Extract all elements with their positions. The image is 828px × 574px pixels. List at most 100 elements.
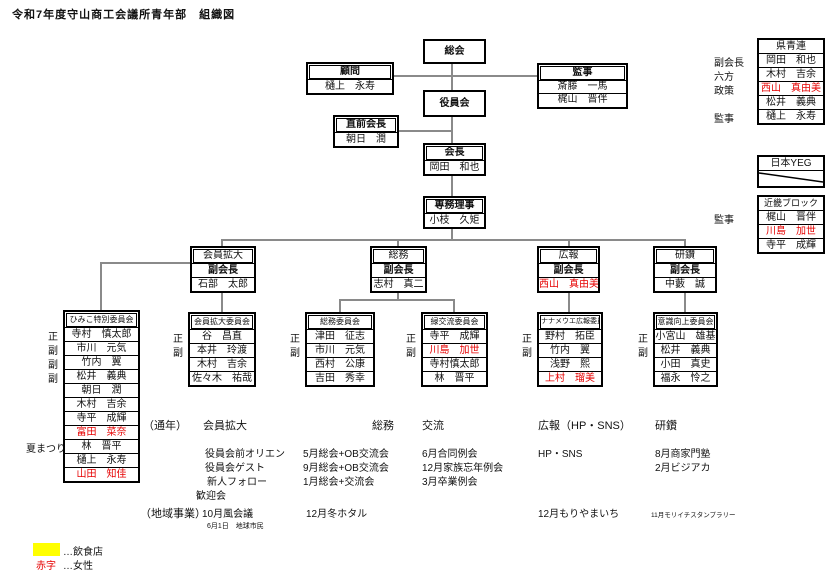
role-label: 副	[173, 348, 183, 359]
member-row: 朝日 潤	[65, 383, 138, 397]
program-heading: 会員拡大	[203, 420, 247, 432]
executive-director-box: 専務理事 小枝 久矩	[423, 196, 486, 229]
member-row: 小宮山 雄基	[655, 329, 716, 342]
connector-line	[568, 239, 570, 247]
committee-title: ナナメウエ広報委員会	[540, 315, 600, 329]
committee-box-pr: ナナメウエ広報委員会 野村 拓臣 竹内 翼 浅野 熙 上村 瑠美	[537, 312, 603, 387]
member-row: 寺村慎太郎	[423, 357, 486, 371]
member-row: 竹内 翼	[65, 355, 138, 369]
board-box: 役員会	[423, 90, 486, 117]
connector-line	[100, 262, 191, 264]
role-label: 副	[638, 348, 648, 359]
committee-box-general-affairs: 総務委員会 津田 征志 市川 元気 西村 公康 吉田 秀幸	[305, 312, 375, 387]
division-title: 総務	[373, 249, 424, 263]
president-box: 会長 岡田 和也	[423, 143, 486, 176]
member-row: 西村 公康	[307, 357, 373, 371]
role-label: 正	[522, 334, 532, 345]
member-row: 林 晋平	[423, 371, 486, 385]
connector-line	[394, 75, 537, 77]
member-row: 西山 真由美	[759, 81, 823, 94]
member-row: 西山 真由美	[539, 277, 598, 290]
program-item: 役員会前オリエン	[205, 449, 285, 460]
president-title: 会長	[426, 146, 483, 160]
member-row: 山田 知佳	[65, 467, 138, 481]
regional-item: 12月もりやまいち	[538, 509, 620, 520]
role-label: 副	[48, 346, 58, 357]
program-item: 8月商家門塾	[655, 449, 711, 460]
role-label: 正	[638, 334, 648, 345]
member-row: 富田 菜奈	[65, 425, 138, 439]
program-item: 歓迎会	[196, 491, 226, 502]
program-heading: 交流	[422, 420, 444, 432]
connector-line	[100, 262, 102, 311]
legend-food-swatch	[33, 543, 60, 556]
diagonal-strike-icon	[759, 172, 823, 183]
division-box-training: 研鑽 副会長 中藪 誠	[653, 246, 717, 293]
member-row: 志村 真二	[372, 277, 425, 290]
member-row: 佐々木 祐哉	[190, 371, 254, 384]
kinki-block-box: 近畿ブロック 梶山 晋伴 川島 加世 寺平 成輝	[757, 195, 825, 254]
member-row: 林 晋平	[65, 439, 138, 453]
member-row: 上村 瑠美	[539, 371, 601, 385]
regional-item: 10月風会議	[202, 509, 254, 520]
committee-title: ひみこ特別委員会	[66, 313, 137, 327]
connector-line	[568, 291, 570, 313]
division-box-membership: 会員拡大 副会長 石部 太郎	[190, 246, 256, 293]
connector-line	[399, 130, 452, 132]
member-row: 小枝 久矩	[425, 213, 484, 227]
member-row: 岡田 和也	[425, 160, 484, 174]
program-item: HP・SNS	[538, 449, 583, 460]
connector-line	[451, 175, 453, 197]
auditors-box: 監事 斎藤 一馬 梶山 晋伴	[537, 63, 628, 109]
program-heading: 総務	[372, 420, 394, 432]
role-label: 副	[406, 348, 416, 359]
division-title: 広報	[540, 249, 597, 263]
connector-line	[451, 117, 453, 144]
division-role: 副会長	[539, 263, 598, 277]
connector-line	[339, 299, 341, 313]
member-row: 寺村 慎太郎	[65, 327, 138, 341]
immediate-past-president-box: 直前会長 朝日 潤	[333, 115, 399, 148]
general-meeting-box: 総会	[423, 39, 486, 64]
member-row: 朝日 潤	[335, 132, 397, 146]
division-box-pr: 広報 副会長 西山 真由美	[537, 246, 600, 293]
role-label: 副	[290, 348, 300, 359]
regional-note: 11月モリイチスタンプラリー	[651, 512, 736, 519]
division-role: 副会長	[192, 263, 254, 277]
general-meeting-label: 総会	[444, 46, 465, 57]
connector-line	[221, 239, 223, 247]
japan-yeg-box: 日本YEG	[757, 155, 825, 188]
regional-label: （地域事業）	[140, 508, 206, 520]
program-item: 2月ビジアカ	[655, 463, 711, 474]
member-row: 寺平 成輝	[759, 238, 823, 252]
japan-yeg-empty-cell	[759, 171, 823, 184]
division-title: 研鑽	[656, 249, 714, 263]
member-row: 岡田 和也	[766, 55, 816, 66]
member-row: 市川 元気	[65, 341, 138, 355]
program-item: 新人フォロー	[207, 477, 267, 488]
program-item: 12月家族忘年例会	[422, 463, 504, 474]
member-row: 木村 吉余	[759, 67, 823, 81]
member-row: 松井 義典	[759, 95, 823, 109]
board-label: 役員会	[439, 98, 470, 109]
member-row: 小田 真史	[655, 357, 716, 371]
member-row: 市川 元気	[307, 343, 373, 357]
connector-line	[339, 299, 455, 301]
regional-item: 12月冬ホタル	[306, 509, 368, 520]
role-label: 正	[48, 332, 58, 343]
committee-box-himiko: ひみこ特別委員会 寺村 慎太郎 市川 元気 竹内 翼 松井 義典 朝日 潤 木村…	[63, 310, 140, 483]
connector-line	[684, 239, 686, 247]
committee-title: 会員拡大委員会	[191, 315, 253, 329]
program-item: 5月総会+OB交流会	[303, 449, 389, 460]
member-row: 中藪 誠	[655, 277, 715, 291]
member-row: 樋上 永寿	[308, 79, 392, 93]
program-item: 3月卒業例会	[422, 477, 478, 488]
prefectural-youth-title: 県青連	[759, 40, 823, 54]
member-row: 津田 征志	[307, 329, 373, 343]
committee-title: 緑交流委員会	[424, 315, 485, 329]
connector-line	[451, 64, 453, 91]
role-label: 副	[48, 360, 58, 371]
member-row: 野村 拓臣	[539, 329, 601, 343]
prefectural-youth-box: 県青連 岡田 和也 木村 吉余 西山 真由美 松井 義典 樋上 永寿	[757, 38, 825, 125]
